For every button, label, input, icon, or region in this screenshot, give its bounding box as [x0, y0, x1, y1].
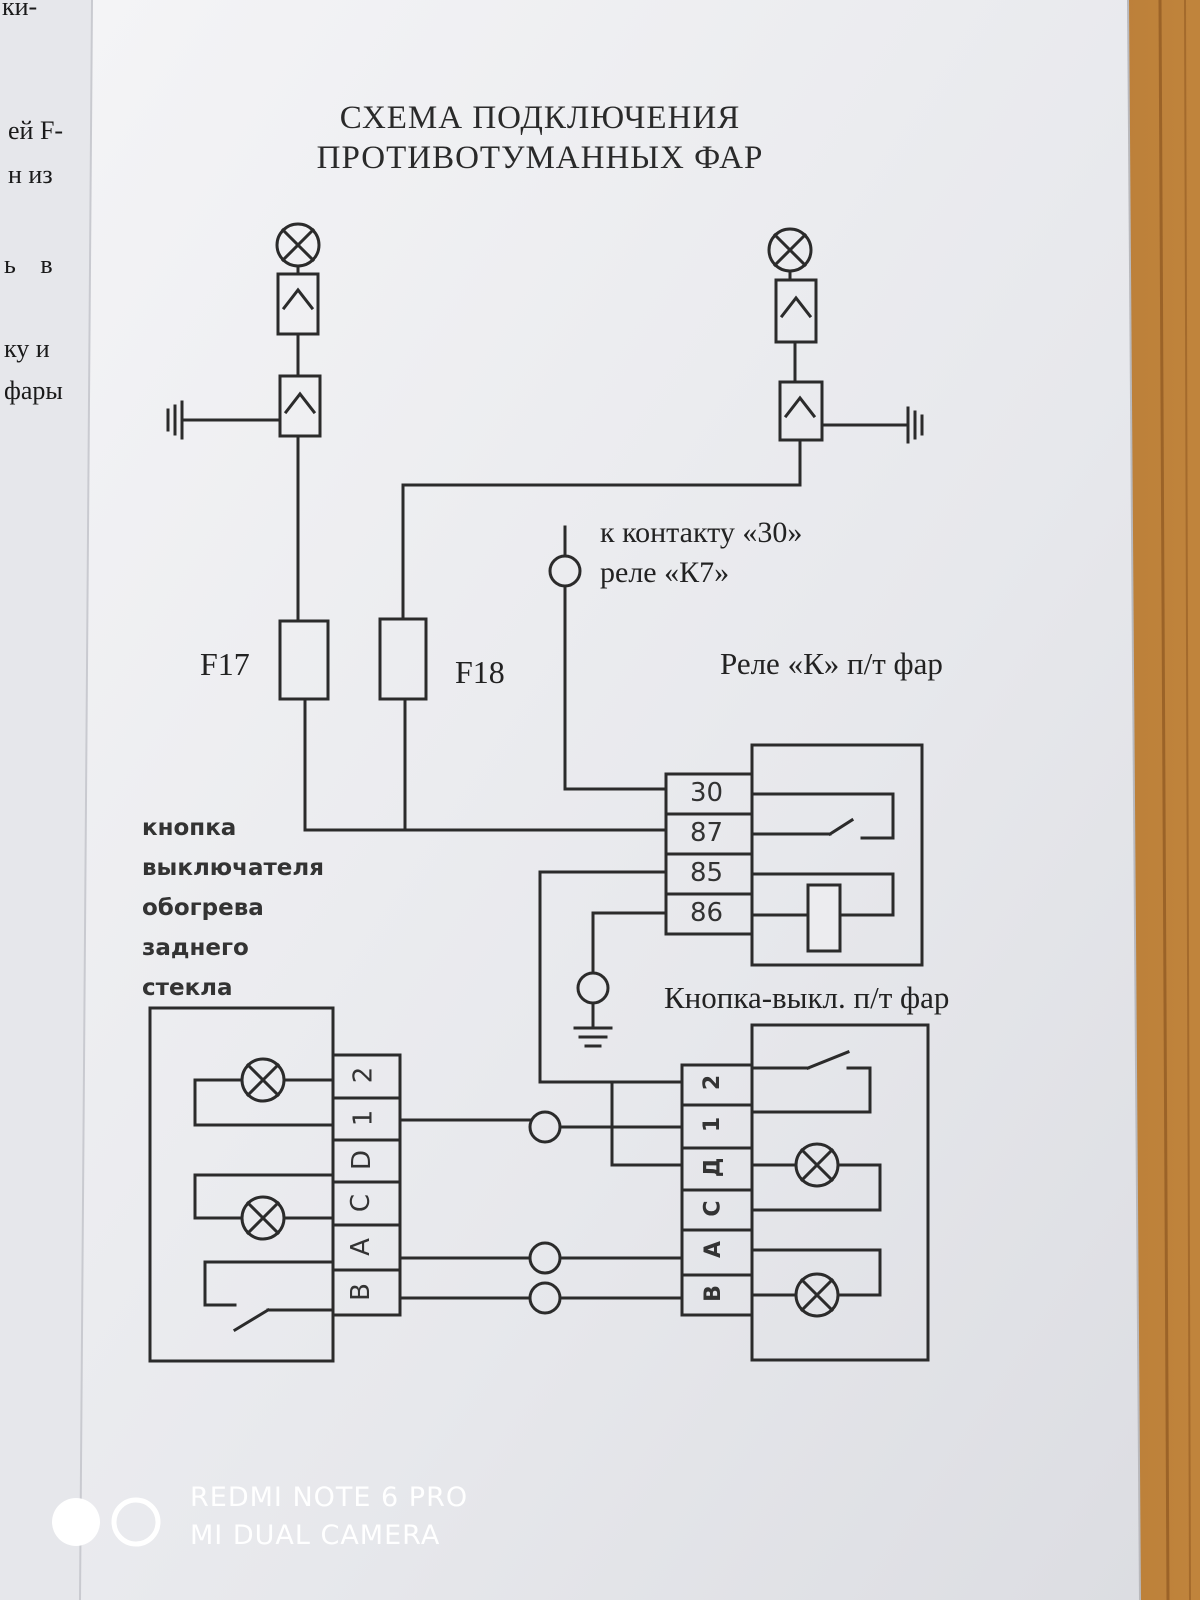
pin-label: A	[701, 1240, 727, 1259]
connector-icon	[774, 278, 818, 344]
lamp-icon	[240, 1057, 286, 1103]
wire-terminal-icon	[576, 971, 610, 1005]
diagram-title-line1: СХЕМА ПОДКЛЮЧЕНИЯ	[339, 100, 741, 136]
rear-defrost-pin-strip	[331, 1053, 402, 1317]
fuse-f18-label: F18	[455, 654, 505, 690]
ground-icon	[166, 400, 184, 440]
connector-icon	[778, 380, 824, 442]
diagram-title-line2: ПРОТИВОТУМАННЫХ ФАР	[316, 140, 764, 176]
lamp-icon	[767, 227, 813, 273]
left-page-fragment: фары	[4, 376, 63, 405]
watermark-line1: REDMI NOTE 6 PRO	[190, 1482, 469, 1513]
pin-label: 1	[700, 1116, 726, 1133]
pin-label: A	[345, 1238, 376, 1256]
fog-switch-label: Кнопка-выкл. п/т фар	[664, 980, 950, 1015]
wire-terminal-icon	[528, 1281, 562, 1315]
ground-icon	[573, 1026, 613, 1048]
rear-defrost-switch-housing	[148, 1006, 335, 1363]
connector-icon	[278, 374, 322, 438]
wire-terminal-icon	[528, 1241, 562, 1275]
rear-defrost-label-line: стекла	[142, 975, 233, 1001]
pin-label: 2	[348, 1066, 379, 1084]
contact-note-line2: реле «К7»	[600, 556, 730, 589]
fuse-icon	[378, 617, 428, 701]
left-page-fragment: ку и	[4, 334, 50, 363]
pin-label: 1	[348, 1109, 379, 1127]
ground-icon	[906, 406, 924, 444]
relay-coil-icon	[806, 883, 842, 953]
pin-label: D	[347, 1149, 378, 1171]
relay-terminal-86: 86	[690, 898, 724, 928]
wire-terminal-icon	[548, 554, 582, 588]
lamp-icon	[794, 1142, 840, 1188]
pin-label: C	[700, 1200, 726, 1217]
switch-contact-icon	[232, 1307, 271, 1333]
pin-label: Д	[700, 1157, 726, 1178]
switch-contact-icon	[827, 817, 855, 837]
rear-defrost-label: кнопка выключателя обогрева заднего стек…	[142, 808, 324, 1008]
connector-icon	[276, 272, 320, 336]
rear-defrost-label-line: выключателя	[142, 855, 325, 881]
fog-switch-housing	[750, 1023, 930, 1362]
fuse-icon	[278, 619, 330, 701]
watermark-line2: MI DUAL CAMERA	[190, 1520, 441, 1551]
pin-label: B	[700, 1285, 726, 1302]
rear-defrost-label-line: обогрева	[142, 895, 264, 921]
relay-terminal-87: 87	[690, 818, 724, 848]
pin-label: B	[345, 1283, 376, 1301]
wire-terminal-icon	[528, 1110, 562, 1144]
camera-logo-icon	[52, 1497, 161, 1547]
lamp-icon	[275, 222, 321, 268]
relay-label: Реле «К» п/т фар	[720, 646, 943, 681]
pin-label: 2	[700, 1074, 726, 1091]
switch-contact-icon	[806, 1050, 850, 1070]
pin-label: C	[346, 1193, 377, 1213]
left-page-fragment: ки-	[2, 0, 38, 21]
lamp-icon	[794, 1272, 840, 1318]
fuse-f17-label: F17	[200, 646, 250, 682]
lamp-icon	[240, 1195, 286, 1241]
rear-defrost-label-line: заднего	[142, 935, 249, 961]
left-page-fragment: ь в	[4, 250, 53, 279]
relay-terminal-30: 30	[690, 778, 724, 808]
contact-note-line1: к контакту «30»	[600, 516, 803, 549]
left-page-fragment: ей F-	[8, 116, 64, 145]
relay-terminal-85: 85	[690, 858, 724, 888]
rear-defrost-label-line: кнопка	[142, 815, 237, 841]
left-page-fragment: н из	[8, 160, 53, 189]
